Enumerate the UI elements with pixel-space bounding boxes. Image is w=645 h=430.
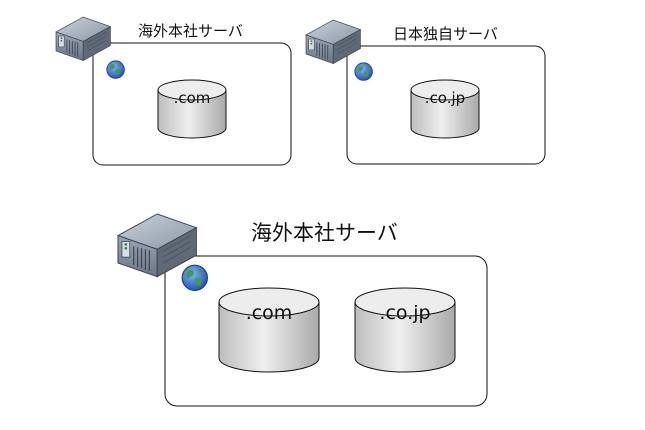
server-label: 日本独自サーバ [393,25,498,43]
globe-icon [354,62,373,81]
database-label: .co.jp [425,89,465,107]
database-cylinder: .com [218,287,320,373]
database-label: .com [246,302,293,324]
database-label: .com [174,89,211,107]
server-label: 海外本社サーバ [138,22,243,40]
database-cylinder: .co.jp [354,287,456,373]
globe-icon [181,264,209,292]
database-cylinder: .com [157,79,227,139]
database-cylinder: .co.jp [410,79,480,139]
top-left-group: 海外本社サーバ .com [55,16,292,166]
globe-icon [106,60,125,79]
top-right-group: 日本独自サーバ .co.jp [305,19,546,165]
bottom-group: 海外本社サーバ .com .co.jp [117,213,488,407]
database-label: .co.jp [379,302,430,324]
server-label: 海外本社サーバ [251,221,398,245]
